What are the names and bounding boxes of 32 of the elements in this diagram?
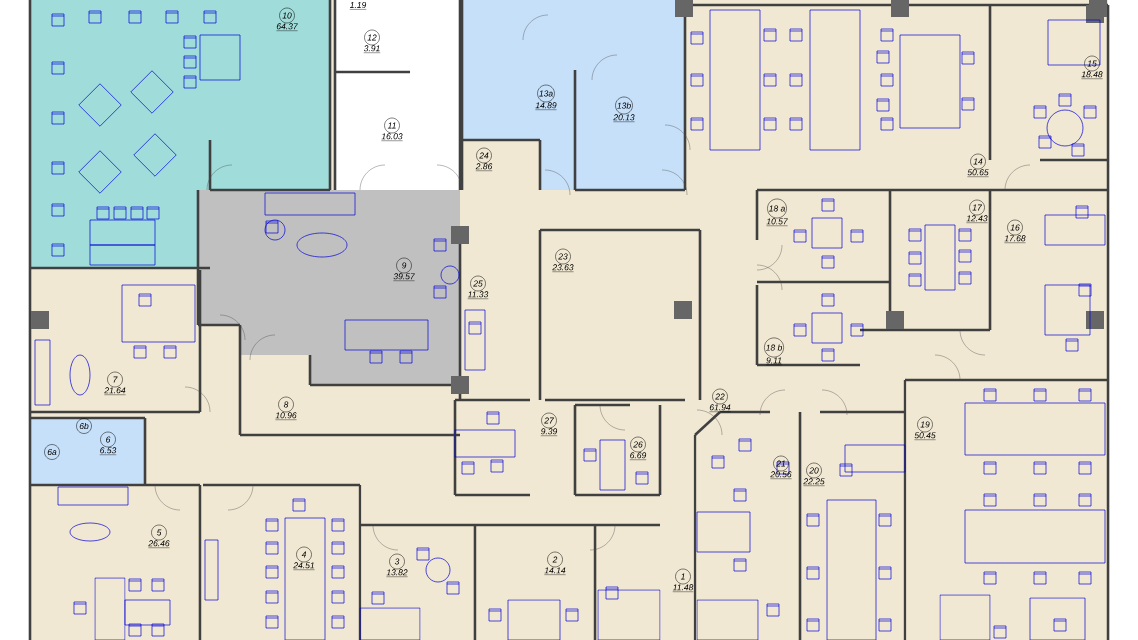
room-label: 4 24.51 — [293, 546, 315, 570]
room-label: 18 a 10.57 — [766, 198, 788, 226]
room-label: 12 3.91 — [363, 29, 381, 53]
room-label: 6 6.53 — [99, 431, 117, 455]
room-label: 16 17.68 — [1004, 219, 1026, 243]
room-label: 14 50.65 — [967, 153, 989, 177]
room-label: 10 64.37 — [276, 7, 298, 31]
room-label: 8 10.96 — [275, 396, 297, 420]
room-label: 23 23.63 — [552, 248, 574, 272]
room-label: 17 12.43 — [966, 199, 988, 223]
room-label: 13b 20.13 — [613, 96, 635, 122]
room-label: 6a — [44, 444, 60, 460]
room-label: 2 14.14 — [544, 551, 566, 575]
room-label: 24 2.86 — [475, 147, 493, 171]
room-label: 7 21.64 — [104, 371, 126, 395]
room-label: 22 61.94 — [709, 388, 731, 412]
room-label: 9 39.57 — [393, 257, 415, 281]
room-label: 20 22.25 — [803, 462, 825, 486]
room-label: 26 6.69 — [629, 436, 647, 460]
room-label: 5 26.46 — [148, 524, 170, 548]
room-label: 11 16.03 — [381, 117, 403, 141]
room-label: 15 18.48 — [1081, 55, 1103, 79]
room-label: 21 20.56 — [770, 455, 792, 479]
room-label: 27 9.39 — [540, 412, 558, 436]
room-label: 25 11.33 — [467, 275, 489, 299]
room-label: 18 b 9.11 — [764, 337, 784, 366]
room-label: 1.19 — [349, 2, 367, 10]
room-label: 6b — [76, 418, 92, 434]
room-label: 3 13.82 — [386, 553, 408, 577]
room-label: 13a 14.89 — [535, 84, 557, 110]
room-label: 1 11.48 — [672, 568, 694, 592]
room-label: 19 50.45 — [914, 416, 936, 440]
